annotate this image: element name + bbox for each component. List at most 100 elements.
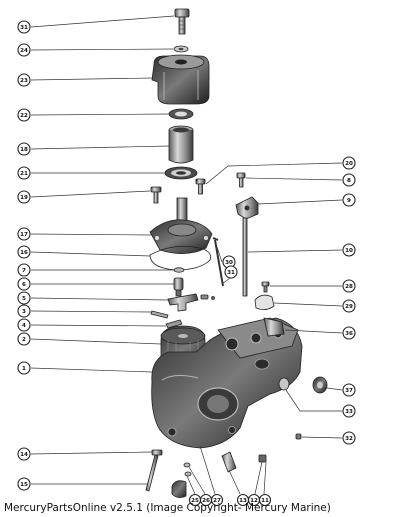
part-screw-20 (195, 179, 198, 182)
part-bottom-cluster (171, 480, 187, 498)
part-washer-small (173, 45, 189, 53)
callout-5: 5 (17, 291, 31, 305)
callout-2: 2 (17, 332, 31, 346)
part-grommet (254, 294, 275, 310)
svg-text:11: 11 (261, 498, 269, 504)
part-washer-7 (173, 267, 185, 273)
callout-32: 32 (342, 431, 356, 445)
callout-labels: 31 24 23 22 18 21 19 17 16 7 6 5 3 4 2 1… (17, 20, 356, 507)
part-sleeve (168, 125, 194, 164)
callout-7: 7 (17, 263, 31, 277)
part-cover-screw-left (150, 186, 162, 204)
svg-text:3: 3 (22, 309, 26, 315)
svg-text:19: 19 (20, 195, 28, 201)
part-key (165, 319, 183, 329)
callout-3: 3 (17, 304, 31, 318)
svg-text:20: 20 (345, 161, 353, 167)
part-retaining-ring (168, 108, 194, 120)
part-pump-cover (149, 197, 213, 254)
svg-text:29: 29 (345, 304, 353, 310)
callout-37: 37 (342, 383, 356, 397)
callout-20: 20 (342, 156, 356, 170)
svg-text:5: 5 (22, 296, 26, 302)
part-cover-screw-right (195, 178, 206, 195)
svg-text:27: 27 (213, 498, 221, 504)
svg-text:8: 8 (347, 178, 351, 184)
svg-text:24: 24 (20, 48, 28, 54)
svg-text:10: 10 (345, 248, 353, 254)
svg-text:6: 6 (22, 282, 26, 288)
part-screw-8 (236, 172, 246, 188)
callout-22: 22 (17, 108, 31, 122)
part-bracket-clip (167, 293, 215, 312)
part-plug-37 (312, 376, 328, 394)
svg-text:28: 28 (345, 284, 353, 290)
part-cover-gasket (149, 245, 212, 271)
svg-text:12: 12 (250, 498, 258, 504)
svg-text:9: 9 (347, 198, 351, 204)
callout-9: 9 (342, 193, 356, 207)
part-long-rod (242, 217, 248, 297)
svg-text:31: 31 (227, 270, 235, 276)
callout-27: 27 (210, 493, 224, 507)
callout-8: 8 (342, 173, 356, 187)
part-link-rod (212, 237, 224, 287)
svg-text:26: 26 (202, 498, 210, 504)
callout-17: 17 (17, 227, 31, 241)
callout-11: 11 (258, 493, 272, 507)
callout-33: 33 (342, 404, 356, 418)
part-cap-housing (151, 54, 210, 105)
svg-text:32: 32 (345, 436, 353, 442)
svg-text:25: 25 (191, 498, 199, 504)
part-pin (150, 310, 169, 319)
svg-text:37: 37 (345, 388, 353, 394)
svg-text:7: 7 (22, 268, 26, 274)
callout-1: 1 (17, 361, 31, 375)
svg-text:22: 22 (20, 113, 28, 119)
part-long-bolt (145, 449, 163, 492)
leader-lines (30, 15, 343, 495)
svg-text:18: 18 (20, 147, 28, 153)
callout-28: 28 (342, 279, 356, 293)
callout-29: 29 (342, 299, 356, 313)
copyright-footer: MercuryPartsOnline v2.5.1 (Image Copyrig… (4, 502, 331, 514)
part-hose-fitting (221, 451, 237, 473)
part-fitting-36 (263, 317, 285, 337)
svg-text:4: 4 (22, 323, 26, 329)
svg-text:16: 16 (20, 250, 28, 256)
part-screw-32 (295, 433, 302, 440)
callout-14: 14 (17, 447, 31, 461)
svg-text:31: 31 (20, 25, 28, 31)
svg-text:21: 21 (20, 171, 28, 177)
svg-text:23: 23 (20, 78, 28, 84)
part-bolt-top (174, 8, 190, 35)
part-o-ring-small (183, 462, 192, 477)
callout-10: 10 (342, 243, 356, 257)
callout-31-link: 31 (224, 265, 238, 279)
svg-text:17: 17 (20, 232, 28, 238)
callout-16: 16 (17, 245, 31, 259)
callout-23: 23 (17, 73, 31, 87)
svg-text:33: 33 (345, 409, 353, 415)
part-valve-body (173, 277, 184, 297)
part-screw-28 (261, 281, 270, 293)
svg-text:2: 2 (22, 337, 26, 343)
svg-text:13: 13 (239, 498, 247, 504)
callout-31: 31 (17, 20, 31, 34)
callout-6: 6 (17, 277, 31, 291)
svg-text:36: 36 (345, 331, 353, 337)
callout-21: 21 (17, 166, 31, 180)
part-washer-33 (278, 377, 290, 391)
part-lever-assembly (235, 196, 259, 220)
callout-15: 15 (17, 477, 31, 491)
svg-text:15: 15 (20, 482, 28, 488)
callout-24: 24 (17, 43, 31, 57)
part-drain-screw (258, 454, 267, 463)
callout-4: 4 (17, 318, 31, 332)
callout-18: 18 (17, 142, 31, 156)
svg-text:30: 30 (225, 260, 233, 266)
callout-19: 19 (17, 190, 31, 204)
callout-36: 36 (342, 326, 356, 340)
svg-text:14: 14 (20, 452, 28, 458)
